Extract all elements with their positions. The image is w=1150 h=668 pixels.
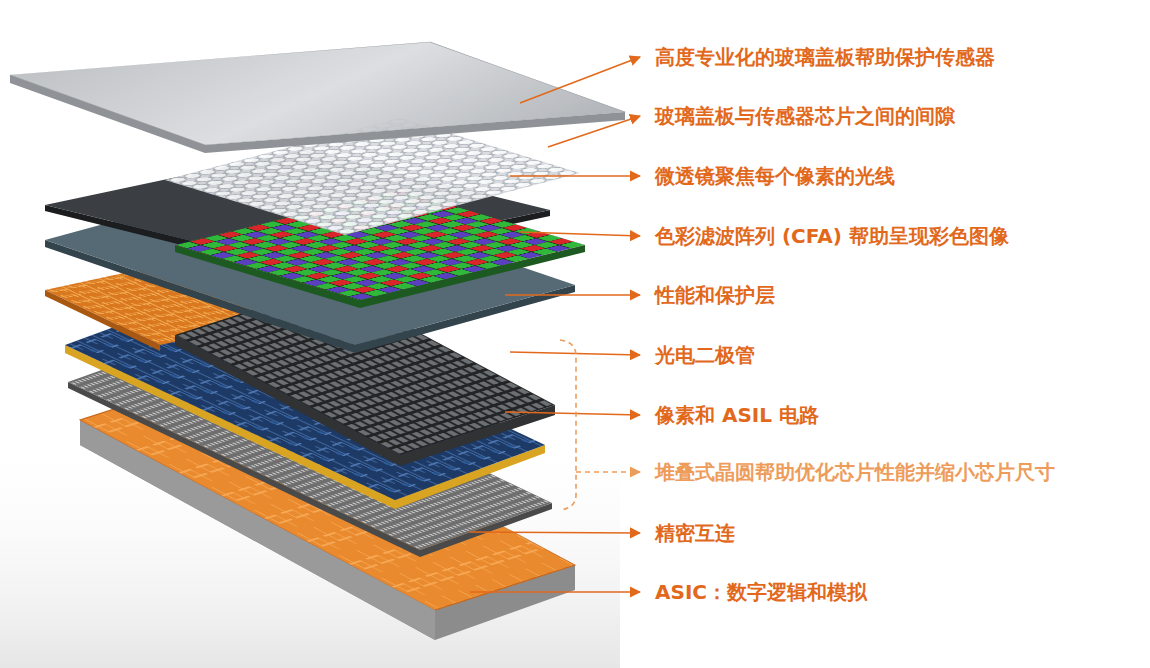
illustration-part <box>505 294 640 296</box>
illustration-part <box>560 340 640 510</box>
callout-label: ASIC：数字逻辑和模拟 <box>655 580 867 604</box>
illustration-part <box>510 175 640 177</box>
illustration-part <box>520 57 640 103</box>
callout-label: 色彩滤波阵列 (CFA) 帮助呈现彩色图像 <box>655 224 1009 248</box>
illustration-part <box>505 412 640 415</box>
illustration-part <box>10 42 625 145</box>
illustration-part <box>45 290 160 351</box>
callout-label: 堆叠式晶圆帮助优化芯片性能并缩小芯片尺寸 <box>655 460 1055 484</box>
callout-label: 像素和 ASIL 电路 <box>655 403 819 427</box>
illustration-part <box>470 591 640 593</box>
callout-label: 光电二极管 <box>655 343 755 367</box>
callout-label: 性能和保护层 <box>655 283 775 307</box>
callout-label: 微透镜聚焦每个像素的光线 <box>655 164 895 188</box>
callout-label: 高度专业化的玻璃盖板帮助保护传感器 <box>655 45 995 69</box>
illustration-part <box>560 340 576 510</box>
illustration-part <box>470 532 640 533</box>
callout-label: 精密互连 <box>655 521 735 545</box>
illustration-part <box>10 42 625 145</box>
illustration-part <box>520 232 640 236</box>
illustration-part <box>548 116 640 147</box>
illustration-part <box>576 471 640 473</box>
illustration-part <box>470 57 640 592</box>
callout-label: 玻璃盖板与传感器芯片之间的间隙 <box>655 104 955 128</box>
